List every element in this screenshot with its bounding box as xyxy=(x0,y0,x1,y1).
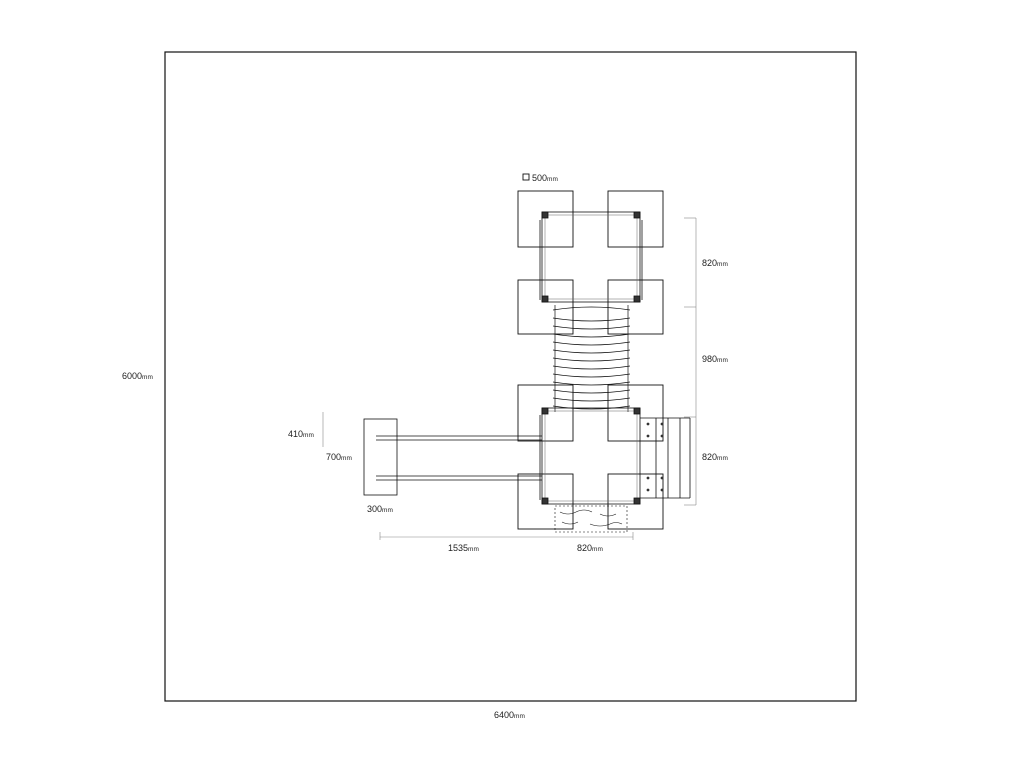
climbing-ladder xyxy=(640,417,691,499)
upper-tower xyxy=(539,211,643,303)
entrance-steps xyxy=(554,505,628,533)
bridge-length-label: 980mm xyxy=(702,354,728,364)
slide-offset-label: 410mm xyxy=(288,429,314,439)
site-width-label: 6400mm xyxy=(494,710,525,720)
site-height-label: 6000mm xyxy=(122,371,153,381)
footing-7 xyxy=(517,473,574,530)
footing-1 xyxy=(517,190,574,248)
footings xyxy=(517,190,664,530)
site-boundary xyxy=(164,51,857,702)
footing-legend-icon xyxy=(522,173,530,181)
footing-5 xyxy=(517,384,574,442)
tower-width-label: 820mm xyxy=(577,543,603,553)
lower-tower xyxy=(539,407,641,505)
dimension-lines xyxy=(322,217,697,540)
slide xyxy=(363,418,542,496)
lower-depth-label: 820mm xyxy=(702,452,728,462)
footing-8 xyxy=(607,473,664,530)
slide-length-label: 1535mm xyxy=(448,543,479,553)
upper-depth-label: 820mm xyxy=(702,258,728,268)
footing-6 xyxy=(607,384,664,442)
footing-2 xyxy=(607,190,664,248)
footing-size-label: 500mm xyxy=(532,173,558,183)
bridge xyxy=(552,305,631,412)
footing-4 xyxy=(607,279,664,335)
slide-end-depth-label: 300mm xyxy=(367,504,393,514)
footing-3 xyxy=(517,279,574,335)
slide-end-width-label: 700mm xyxy=(326,452,352,462)
slide-end xyxy=(363,418,398,496)
